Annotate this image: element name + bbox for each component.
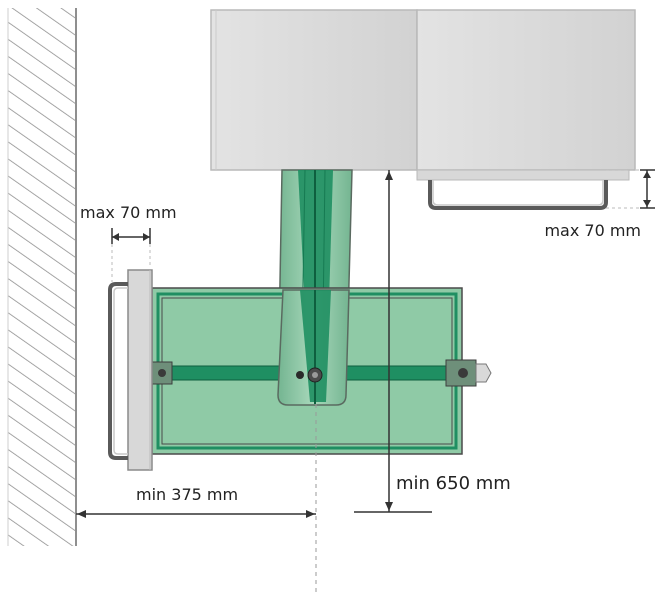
cabinet-left — [210, 9, 418, 171]
label-depth-clearance: min 650 mm — [396, 473, 511, 494]
cabinet-right — [416, 9, 636, 181]
lift-column-front — [277, 289, 350, 406]
dimension-wall-distance — [76, 404, 317, 596]
dimension-handle-clearance-right — [606, 169, 655, 209]
dimension-depth-clearance — [354, 170, 432, 513]
drawer-handle — [108, 282, 128, 460]
bracket-right — [445, 359, 492, 387]
label-wall-distance: min 375 mm — [136, 485, 238, 504]
wall — [7, 8, 77, 546]
label-handle-clearance-right: max 70 mm — [544, 221, 641, 240]
drawer-front-panel — [127, 269, 153, 471]
cabinet-handle — [428, 180, 608, 210]
dimension-handle-clearance-left — [111, 228, 151, 282]
bracket-left — [151, 361, 173, 385]
label-handle-clearance-left: max 70 mm — [80, 203, 177, 222]
